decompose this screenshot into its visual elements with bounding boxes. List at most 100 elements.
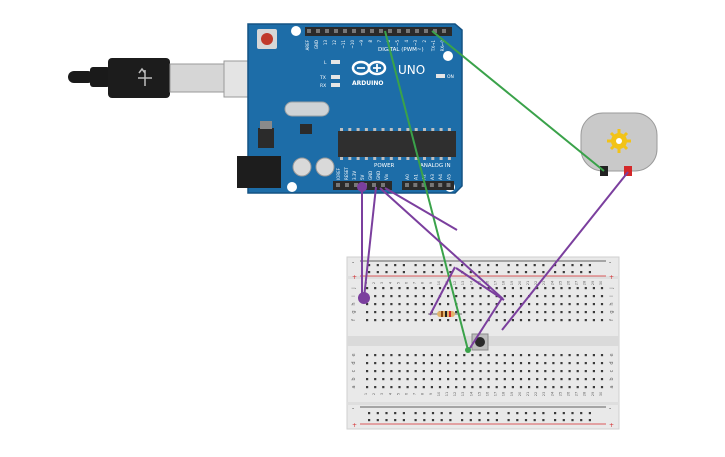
terminal-hole[interactable] — [528, 303, 531, 306]
rail-hole[interactable] — [524, 271, 528, 274]
terminal-hole[interactable] — [576, 354, 579, 357]
terminal-hole[interactable] — [366, 303, 369, 306]
rail-hole[interactable] — [449, 264, 452, 267]
terminal-hole[interactable] — [374, 319, 377, 322]
terminal-hole[interactable] — [503, 378, 506, 381]
terminal-hole[interactable] — [438, 287, 442, 290]
terminal-hole[interactable] — [584, 378, 587, 381]
terminal-hole[interactable] — [398, 287, 401, 290]
terminal-hole[interactable] — [495, 311, 498, 314]
header-pin[interactable] — [381, 183, 385, 187]
terminal-hole[interactable] — [471, 386, 474, 389]
rail-hole[interactable] — [431, 264, 435, 267]
terminal-hole[interactable] — [536, 386, 539, 389]
header-pin[interactable] — [388, 29, 392, 33]
terminal-hole[interactable] — [430, 354, 433, 357]
rail-hole[interactable] — [394, 264, 397, 267]
terminal-hole[interactable] — [414, 311, 417, 314]
terminal-hole[interactable] — [552, 303, 555, 306]
terminal-hole[interactable] — [447, 354, 450, 357]
terminal-hole[interactable] — [414, 287, 417, 290]
rail-hole[interactable] — [487, 264, 490, 267]
terminal-hole[interactable] — [366, 319, 369, 322]
terminal-hole[interactable] — [398, 378, 401, 381]
terminal-hole[interactable] — [382, 362, 385, 365]
rail-hole[interactable] — [533, 419, 536, 422]
header-pin[interactable] — [446, 183, 451, 187]
rail-hole[interactable] — [414, 412, 417, 415]
header-pin[interactable] — [379, 29, 383, 33]
terminal-hole[interactable] — [511, 362, 514, 365]
wire-purple-motor-to-board[interactable] — [501, 171, 629, 331]
rail-hole[interactable] — [524, 412, 528, 415]
terminal-hole[interactable] — [544, 311, 547, 314]
rail-hole[interactable] — [431, 271, 435, 274]
rail-hole[interactable] — [542, 412, 545, 415]
terminal-hole[interactable] — [544, 370, 547, 373]
rail-hole[interactable] — [495, 412, 498, 415]
terminal-hole[interactable] — [536, 311, 539, 314]
terminal-hole[interactable] — [422, 386, 425, 389]
terminal-hole[interactable] — [592, 386, 595, 389]
terminal-hole[interactable] — [463, 319, 466, 322]
terminal-hole[interactable] — [511, 295, 514, 298]
rail-hole[interactable] — [461, 419, 464, 422]
rail-hole[interactable] — [469, 271, 472, 274]
terminal-hole[interactable] — [592, 287, 595, 290]
terminal-hole[interactable] — [592, 303, 595, 306]
rail-hole[interactable] — [478, 264, 481, 267]
terminal-hole[interactable] — [584, 386, 587, 389]
rail-hole[interactable] — [571, 419, 574, 422]
terminal-hole[interactable] — [552, 370, 555, 373]
rail-hole[interactable] — [554, 264, 557, 267]
terminal-hole[interactable] — [592, 362, 595, 365]
terminal-hole[interactable] — [600, 295, 604, 298]
terminal-hole[interactable] — [519, 295, 523, 298]
terminal-hole[interactable] — [584, 354, 587, 357]
terminal-hole[interactable] — [536, 295, 539, 298]
terminal-hole[interactable] — [390, 319, 393, 322]
terminal-hole[interactable] — [528, 362, 531, 365]
terminal-hole[interactable] — [382, 303, 385, 306]
terminal-hole[interactable] — [382, 311, 385, 314]
terminal-hole[interactable] — [600, 386, 604, 389]
rail-hole[interactable] — [487, 419, 490, 422]
terminal-hole[interactable] — [568, 319, 571, 322]
header-pin[interactable] — [421, 183, 426, 187]
terminal-hole[interactable] — [422, 362, 425, 365]
rail-hole[interactable] — [469, 264, 472, 267]
terminal-hole[interactable] — [438, 319, 442, 322]
rail-hole[interactable] — [533, 264, 536, 267]
rail-hole[interactable] — [423, 412, 426, 415]
rail-hole[interactable] — [469, 412, 472, 415]
terminal-hole[interactable] — [495, 362, 498, 365]
terminal-hole[interactable] — [528, 370, 531, 373]
terminal-hole[interactable] — [536, 287, 539, 290]
rail-hole[interactable] — [495, 264, 498, 267]
terminal-hole[interactable] — [600, 362, 604, 365]
rail-hole[interactable] — [562, 412, 565, 415]
terminal-hole[interactable] — [455, 354, 458, 357]
rail-hole[interactable] — [449, 271, 452, 274]
terminal-hole[interactable] — [390, 386, 393, 389]
terminal-hole[interactable] — [471, 362, 474, 365]
terminal-hole[interactable] — [398, 319, 401, 322]
terminal-hole[interactable] — [382, 378, 385, 381]
terminal-hole[interactable] — [422, 311, 425, 314]
terminal-hole[interactable] — [471, 319, 474, 322]
terminal-hole[interactable] — [536, 378, 539, 381]
terminal-hole[interactable] — [544, 354, 547, 357]
digital-header[interactable] — [305, 27, 452, 36]
header-pin[interactable] — [372, 183, 376, 187]
terminal-hole[interactable] — [422, 370, 425, 373]
terminal-hole[interactable] — [390, 362, 393, 365]
terminal-hole[interactable] — [519, 362, 523, 365]
rail-hole[interactable] — [385, 419, 388, 422]
terminal-hole[interactable] — [592, 295, 595, 298]
wire-purple-resistor-jumper[interactable] — [429, 266, 456, 316]
terminal-hole[interactable] — [398, 303, 401, 306]
terminal-hole[interactable] — [552, 319, 555, 322]
rail-hole[interactable] — [414, 264, 417, 267]
header-pin[interactable] — [334, 29, 338, 33]
terminal-hole[interactable] — [495, 370, 498, 373]
